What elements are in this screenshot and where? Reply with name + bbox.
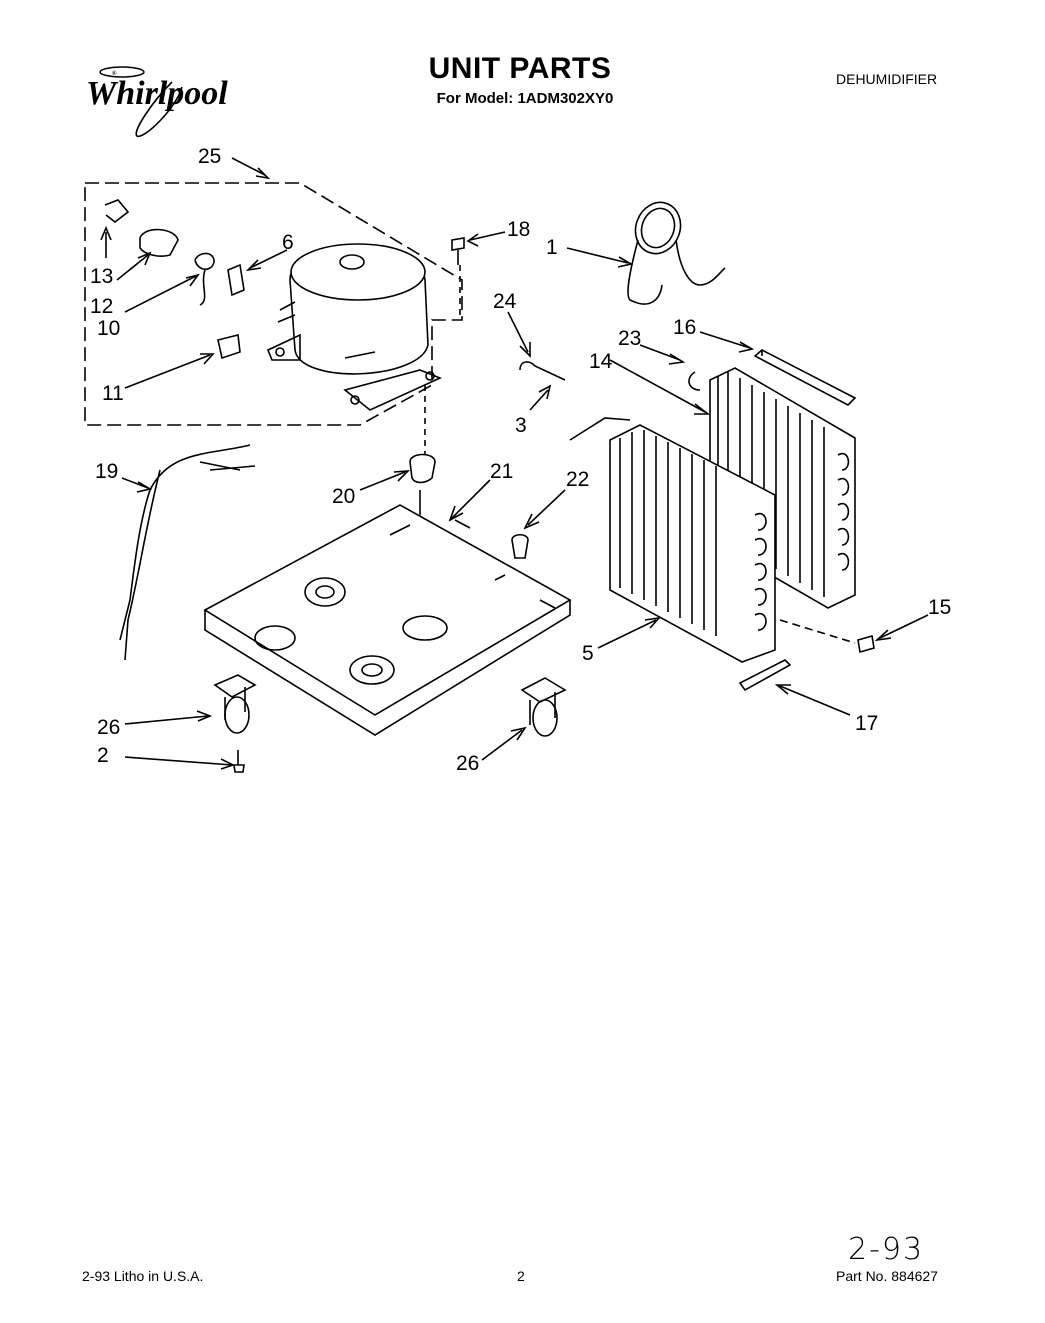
callout-13: 13 — [90, 265, 113, 288]
footer-page-number: 2 — [517, 1268, 525, 1284]
screw-2-drawing — [233, 750, 245, 773]
callout-12: 12 — [90, 295, 113, 318]
callout-26-right: 26 — [456, 752, 479, 775]
category-label: DEHUMIDIFIER — [836, 71, 938, 87]
callout-5: 5 — [582, 642, 594, 665]
svg-text:Whirlpool: Whirlpool — [86, 75, 228, 112]
cover-drawing — [139, 228, 179, 257]
flexible-tube-drawing — [627, 201, 726, 305]
wiring-harness-drawing — [119, 444, 256, 661]
callout-24: 24 — [493, 290, 517, 313]
callout-14: 14 — [589, 350, 613, 373]
callout-3: 3 — [515, 414, 527, 437]
callout-1: 1 — [546, 236, 558, 259]
callout-22: 22 — [566, 468, 589, 491]
compressor-drawing — [266, 243, 443, 411]
capillary-drawing — [519, 361, 566, 381]
overload-drawing — [194, 252, 215, 306]
handwritten-date: 2-93 — [848, 1232, 925, 1267]
model-line: For Model: 1ADM302XY0 — [436, 90, 614, 107]
whirlpool-logo: ® Whirlpool — [86, 66, 228, 137]
compressor-group-outline — [84, 182, 463, 426]
footer-litho: 2-93 Litho in U.S.A. — [82, 1268, 204, 1284]
callout-20: 20 — [332, 485, 355, 508]
relay-drawing — [227, 263, 245, 297]
grommet-drawing — [409, 453, 436, 484]
callout-2: 2 — [97, 744, 109, 767]
callout-6: 6 — [282, 231, 294, 254]
callout-16: 16 — [673, 316, 696, 339]
base-pan-drawing — [203, 504, 572, 736]
clip-drawing — [104, 199, 130, 224]
front-coil-drawing — [569, 417, 776, 663]
callout-15: 15 — [928, 596, 951, 619]
callout-18: 18 — [507, 218, 530, 241]
callout-17: 17 — [855, 712, 878, 735]
page-title: UNIT PARTS — [428, 52, 612, 85]
callout-26-left: 26 — [97, 716, 120, 739]
strip-17-drawing — [738, 659, 792, 692]
caster-right-drawing — [520, 677, 567, 737]
terminal-plug-drawing — [217, 334, 241, 360]
callout-10: 10 — [97, 317, 120, 340]
leader-lines — [100, 157, 929, 770]
callout-11: 11 — [102, 382, 124, 405]
callout-21: 21 — [490, 460, 513, 483]
callout-19: 19 — [95, 460, 118, 483]
clip-23-drawing — [688, 371, 701, 391]
footer-part-number: Part No. 884627 — [836, 1268, 938, 1284]
callout-25: 25 — [198, 145, 221, 168]
foot-22-drawing — [511, 533, 529, 559]
caster-left-drawing — [213, 674, 257, 734]
screw-18-drawing — [451, 237, 465, 265]
callout-23: 23 — [618, 327, 641, 350]
strip-16-drawing — [753, 349, 857, 406]
svg-text:®: ® — [112, 70, 117, 77]
screw-15-drawing — [857, 634, 875, 654]
